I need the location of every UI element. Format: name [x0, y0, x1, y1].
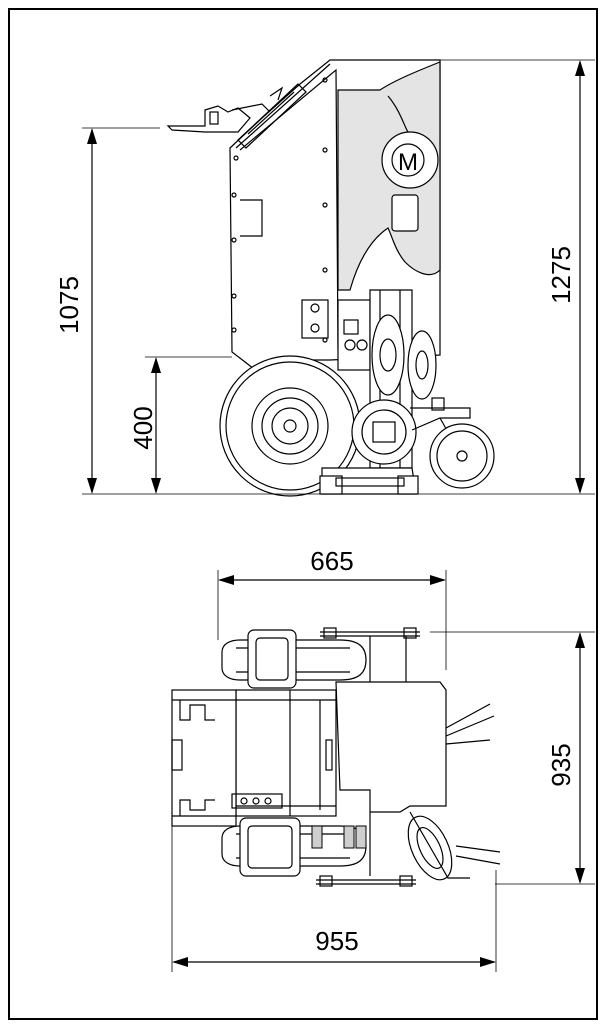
- dimension-935: 935: [430, 631, 595, 885]
- front-caster: [410, 397, 495, 489]
- dimension-1275: 1275: [440, 59, 595, 495]
- dimension-955: 955: [171, 810, 497, 972]
- top-view: 665 935 955: [171, 546, 595, 972]
- dim-665-label: 665: [310, 546, 353, 576]
- dimension-400: 400: [128, 356, 232, 494]
- side-view: 1275 1075 400: [54, 59, 595, 497]
- dim-400-label: 400: [128, 406, 158, 449]
- dimension-665: 665: [217, 546, 447, 670]
- dim-1275-label: 1275: [546, 246, 576, 304]
- rear-wheel: [219, 355, 361, 497]
- top-front-wheel: [407, 703, 501, 881]
- dim-955-label: 955: [315, 926, 358, 956]
- top-tire-lower: [221, 817, 367, 877]
- top-housing: [171, 681, 447, 827]
- dim-1075-label: 1075: [54, 276, 84, 334]
- top-frame: [311, 627, 420, 887]
- dim-935-label: 935: [546, 743, 576, 786]
- mid-mechanism: [319, 289, 437, 495]
- top-tire-upper: [221, 629, 367, 689]
- motor-label: M: [398, 149, 418, 176]
